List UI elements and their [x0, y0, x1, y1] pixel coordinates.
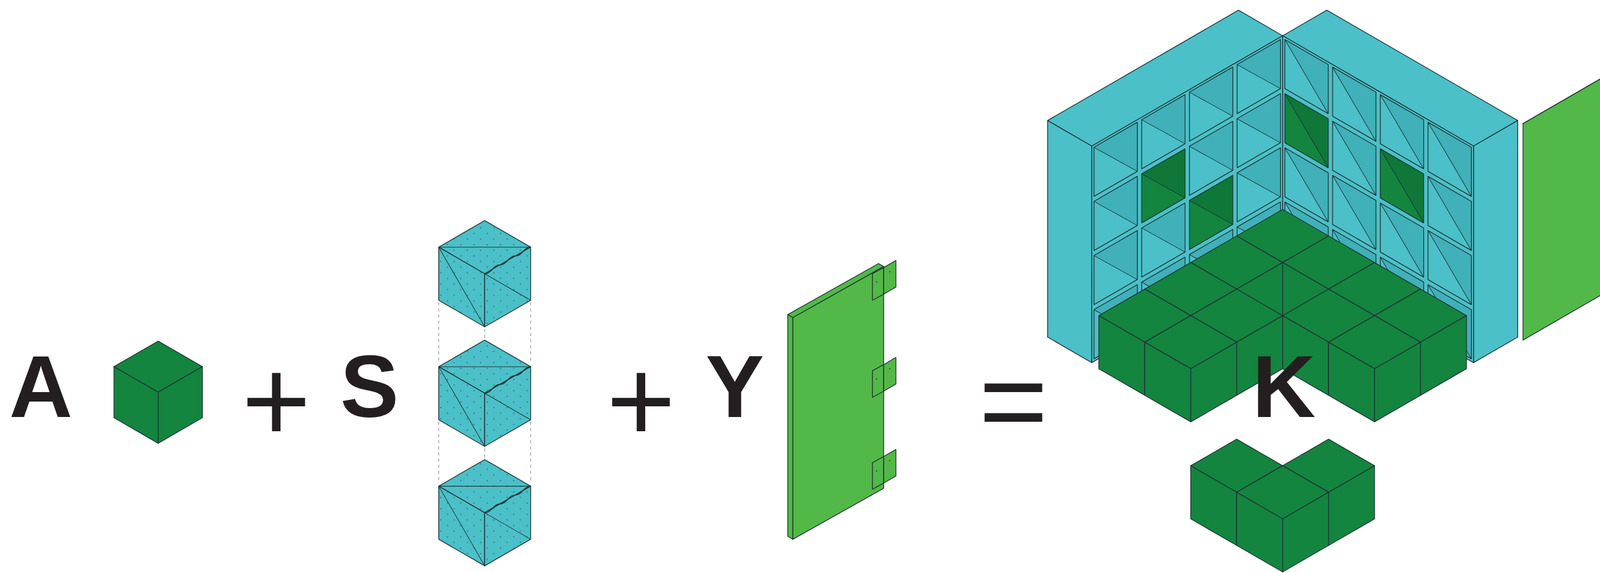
green-cube-body	[113, 340, 203, 443]
cube-left-face	[1236, 492, 1283, 572]
cube-left-face	[1144, 342, 1191, 422]
bench-cube	[1144, 315, 1237, 422]
cube-right-face	[1190, 342, 1237, 422]
hinge-plate	[872, 267, 884, 301]
cell-recess	[1141, 202, 1185, 253]
part-letter: S	[340, 342, 400, 431]
cube-left-face	[1098, 315, 1145, 395]
cell-recess	[1141, 94, 1185, 145]
guide-dashed-line	[438, 302, 439, 364]
dot-texture	[484, 486, 531, 566]
guide-dashed-line	[530, 421, 531, 483]
part-letter: A	[9, 342, 73, 431]
part-letter: Y	[705, 342, 765, 431]
cube-face-line	[438, 485, 531, 487]
operator-sign: +	[241, 341, 312, 461]
cube-right-face	[1328, 465, 1375, 545]
operator-sign: +	[606, 341, 677, 461]
dot-texture	[438, 247, 485, 327]
dot-texture	[438, 366, 485, 446]
cube-face-line	[438, 486, 485, 566]
cabinet-front	[1282, 35, 1474, 363]
hinge-leaf	[883, 260, 897, 295]
dot-texture	[438, 486, 485, 566]
cell-recess	[1237, 93, 1281, 143]
bench-cube	[1328, 315, 1421, 422]
cell-recess	[1189, 67, 1233, 117]
hinge-plate	[872, 456, 884, 490]
cube-face-line	[438, 366, 531, 368]
cabinet-end-panel	[1473, 120, 1519, 363]
hinge-screw	[875, 281, 878, 283]
hinge-screw	[875, 470, 878, 472]
door-panel	[787, 260, 896, 540]
blue-cube	[438, 220, 531, 327]
cube-face-line	[438, 246, 531, 248]
cube-face-line	[484, 512, 531, 540]
cell-recess	[1094, 176, 1138, 226]
cell-recess	[1189, 120, 1233, 171]
cube-left-face	[1328, 342, 1375, 422]
cell-recess	[1237, 39, 1281, 89]
cube-right-face	[1374, 342, 1421, 422]
door-side-edge	[787, 314, 793, 540]
cube-face-line	[484, 393, 531, 420]
dot-texture	[484, 366, 531, 446]
cube-face-line	[484, 273, 531, 301]
hinge-leaf	[883, 357, 897, 392]
hinge-leaf	[883, 449, 897, 484]
cabinet-front	[1091, 35, 1283, 363]
assembled-unit	[1047, 0, 1600, 422]
cell-recess	[1094, 122, 1138, 172]
guide-dashed-line	[438, 421, 439, 483]
cube-face-line	[438, 366, 485, 446]
hinge-screw	[888, 368, 891, 370]
blue-cube	[438, 459, 531, 566]
hinge-screw	[888, 460, 891, 462]
cell-recess	[1189, 175, 1233, 225]
cube-right-face	[1420, 315, 1466, 395]
cell-recess	[1094, 230, 1138, 280]
blue-cube	[438, 339, 531, 446]
cube-right-face	[158, 366, 203, 443]
wavy-edge	[484, 247, 531, 274]
cell-recess	[1141, 148, 1185, 199]
hinge-plate	[872, 364, 884, 398]
bench-cube	[1236, 465, 1329, 572]
open-door	[1522, 0, 1600, 340]
wavy-edge	[484, 366, 531, 394]
guide-dashed-line	[530, 302, 531, 364]
cube-left-face	[1190, 465, 1237, 545]
hinge-screw	[875, 378, 878, 380]
cell-recess	[1237, 147, 1281, 197]
cube-left-face	[113, 366, 159, 443]
cabinet-end-panel	[1047, 120, 1093, 363]
door-face	[792, 266, 884, 540]
dot-texture	[484, 247, 531, 327]
hinge-screw	[888, 271, 891, 273]
operator-sign: =	[979, 341, 1049, 461]
cube-right-face	[1282, 492, 1329, 572]
cube-face-line	[438, 247, 485, 327]
wavy-edge	[484, 486, 531, 513]
blue-cube-stack	[438, 220, 531, 566]
part-letter: K	[1252, 342, 1316, 431]
green-cube	[113, 340, 203, 443]
corner-bench-piece	[1190, 438, 1375, 572]
